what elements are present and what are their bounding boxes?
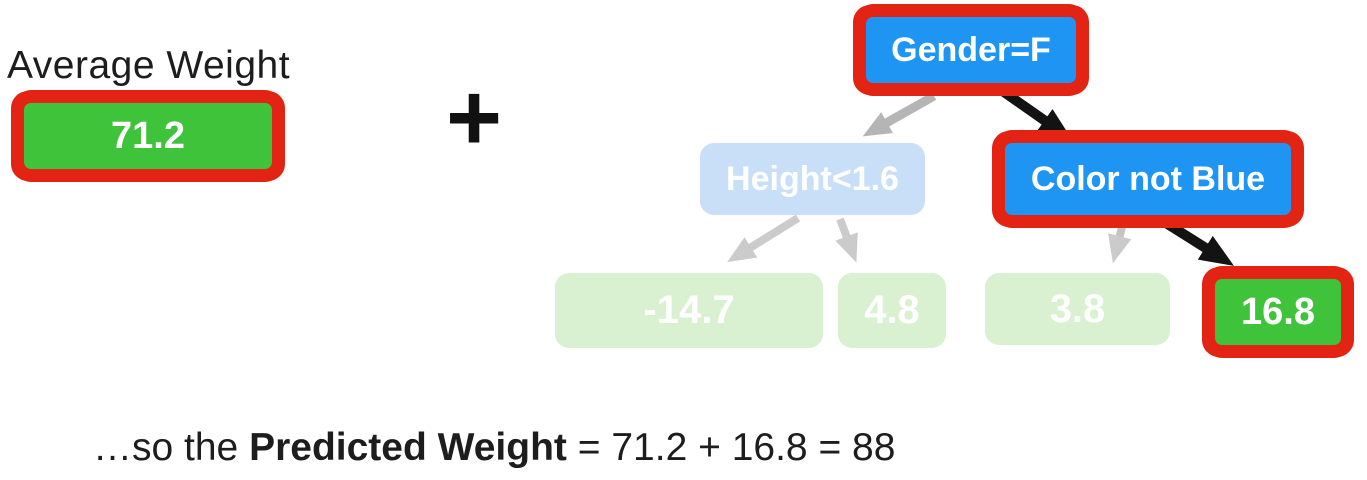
tree-leaf-16-8-label: 16.8 [1241, 290, 1315, 333]
average-weight-value: 71.2 [111, 114, 185, 157]
arrow-height-to-leaf1-icon [727, 214, 801, 263]
tree-node-color-not-blue: Color not Blue [994, 132, 1302, 226]
predicted-weight-caption: …so the Predicted Weight = 71.2 + 16.8 =… [93, 426, 895, 470]
tree-leaf-neg-14-7-label: -14.7 [643, 288, 735, 332]
caption-prefix: …so the [93, 426, 250, 469]
tree-node-height-label: Height<1.6 [726, 159, 899, 198]
tree-leaf-4-8: 4.8 [838, 273, 946, 348]
caption-equation: = 71.2 + 16.8 = 88 [566, 426, 896, 469]
caption-bold-term: Predicted Weight [249, 426, 567, 469]
arrow-root-to-color-icon [1001, 87, 1073, 140]
plus-icon: + [446, 64, 503, 171]
tree-leaf-16-8: 16.8 [1204, 268, 1352, 356]
tree-leaf-4-8-label: 4.8 [864, 288, 920, 332]
tree-node-gender: Gender=F [855, 6, 1087, 94]
average-weight-label: Average Weight [7, 44, 291, 87]
tree-node-gender-label: Gender=F [891, 30, 1051, 69]
tree-leaf-3-8: 3.8 [985, 273, 1170, 345]
arrow-color-to-leaf4-icon [1163, 218, 1234, 266]
tree-node-height: Height<1.6 [700, 143, 925, 215]
tree-leaf-3-8-label: 3.8 [1049, 286, 1106, 331]
arrow-height-to-leaf2-icon [835, 217, 858, 263]
arrow-color-to-leaf3-icon [1108, 226, 1132, 264]
arrow-root-to-height-icon [862, 92, 937, 137]
average-weight-value-box: 71.2 [13, 92, 283, 180]
tree-node-color-not-blue-label: Color not Blue [1030, 159, 1266, 198]
tree-leaf-neg-14-7: -14.7 [555, 273, 823, 348]
